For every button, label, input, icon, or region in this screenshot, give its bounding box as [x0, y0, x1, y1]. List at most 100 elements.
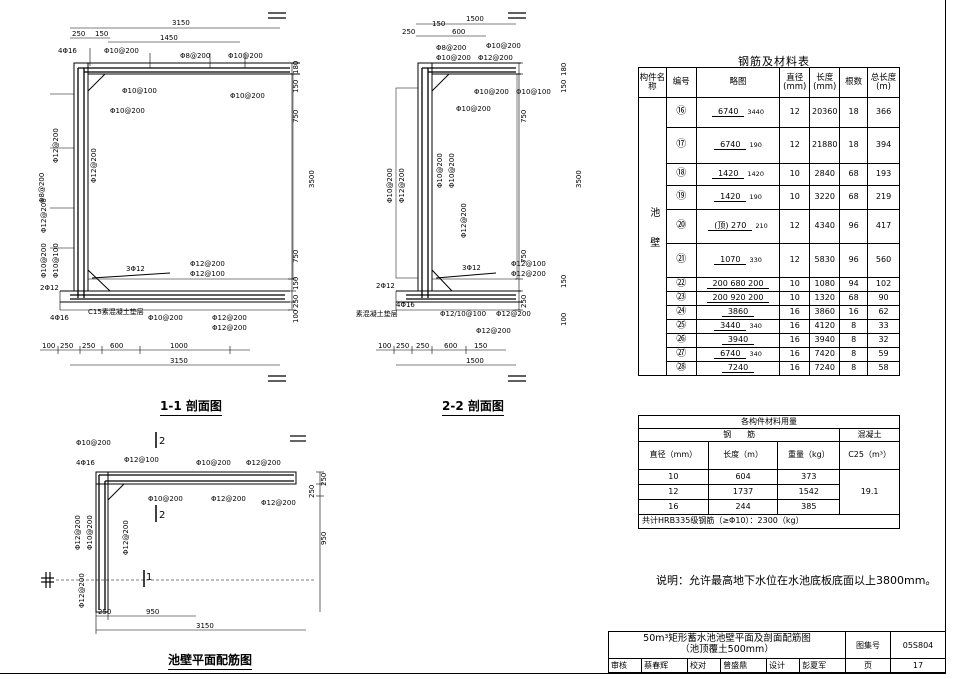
plan-dim-b2: 3150: [196, 622, 214, 630]
rebar-cell-len: 20360: [809, 97, 841, 128]
rebar-table-title: 钢筋及材料表: [738, 55, 810, 68]
rebar-cell-len: 1080: [809, 277, 841, 292]
rebar-table-header: 长度(mm): [809, 67, 841, 98]
s22-label-15: 2Φ12: [376, 282, 395, 290]
review-label: 审核: [607, 658, 643, 673]
plan-section-mark-bottom: 2: [159, 510, 165, 521]
s22-label-14: Φ12@200: [511, 270, 546, 278]
plan-label-10: Φ12@200: [122, 520, 130, 555]
rebar-cell-no: ㉑: [665, 243, 697, 278]
s11-dim-r5: 150: [292, 277, 300, 290]
plan-dim-r1: 250: [308, 485, 316, 498]
material-cell: 1737: [707, 484, 779, 500]
rebar-cell-d: 16: [779, 319, 811, 334]
rebar-cell-n: 8: [839, 347, 869, 362]
s11-label-5: Φ10@200: [110, 107, 145, 115]
material-concrete-value: 19.1: [839, 469, 900, 515]
plan-label-9: Φ10@200: [86, 515, 94, 550]
rebar-cell-len: 3220: [809, 185, 841, 210]
s11-label-8: Φ12@200: [52, 128, 60, 163]
plan-dim-r2: 950: [320, 532, 328, 545]
s11-dim-r6: 250: [292, 295, 300, 308]
s22-label-19: Φ12@200: [496, 310, 531, 318]
s11-dim-r4: 750: [292, 250, 300, 263]
s11-dim-b3: 600: [110, 342, 123, 350]
rebar-cell-total: 219: [867, 185, 900, 210]
plan-label-5: Φ10@200: [148, 495, 183, 503]
rebar-sketch-label: 1420: [712, 169, 745, 180]
plan-label-8: Φ12@200: [74, 515, 82, 550]
atlas-label: 图集号: [845, 631, 891, 659]
component-name: 池壁: [638, 97, 667, 376]
plan-label-0: Φ10@200: [76, 439, 111, 447]
s11-label-9: Φ12@200: [90, 148, 98, 183]
s22-dim-r4: 750: [520, 250, 528, 263]
rebar-cell-no: ⑳: [665, 209, 697, 244]
s22-label-11: Φ12@200: [460, 203, 468, 238]
atlas-number: 05S804: [890, 631, 946, 659]
rebar-cell-d: 16: [779, 361, 811, 376]
rebar-cell-no: ⑱: [665, 163, 697, 186]
s22-label-9: Φ10@200: [436, 153, 444, 188]
rebar-cell-n: 68: [839, 291, 869, 306]
rebar-cell-total: 59: [867, 347, 900, 362]
rebar-cell-total: 417: [867, 209, 900, 244]
plan-dim-b1: 950: [146, 608, 159, 616]
material-cell: 12: [638, 484, 709, 500]
s22-dim-b3: 600: [444, 342, 457, 350]
rebar-sketch-label: 6740: [714, 349, 747, 360]
s22-dim-top-total: 1500: [466, 15, 484, 23]
s22-dim-r2: 750: [520, 110, 528, 123]
rebar-cell-n: 96: [839, 243, 869, 278]
plan-label-1: 4Φ16: [76, 459, 95, 467]
rebar-sketch-label: 3860: [721, 307, 755, 318]
s22-label-4: Φ10@200: [474, 88, 509, 96]
title-block-subtitle: （池顶覆土500mm）: [680, 644, 774, 655]
s22-label-18: Φ12/10@100: [440, 310, 486, 318]
rebar-cell-len: 3940: [809, 333, 841, 348]
rebar-cell-no: ㉕: [665, 319, 697, 334]
s11-label-20: Φ12@200: [212, 314, 247, 322]
wall-plan-caption: 池壁平面配筋图: [168, 651, 253, 670]
material-cell: 10: [638, 469, 709, 485]
material-col-c: C25（m³）: [839, 441, 900, 470]
material-col-len: 长度（m）: [707, 441, 779, 470]
rebar-cell-no: ⑯: [665, 97, 697, 128]
rebar-table-header: 直径(mm): [779, 67, 811, 98]
rebar-cell-total: 58: [867, 361, 900, 376]
material-table-title: 各构件材料用量: [638, 415, 900, 429]
rebar-cell-len: 7420: [809, 347, 841, 362]
rebar-cell-n: 94: [839, 277, 869, 292]
s22-label-16: 4Φ16: [396, 301, 415, 309]
rebar-cell-n: 68: [839, 185, 869, 210]
s11-label-13: 3Φ12: [126, 265, 145, 273]
rebar-cell-d: 10: [779, 185, 811, 210]
plan-label-4: Φ12@200: [246, 459, 281, 467]
section-1-1-drawing: 3150 250 150 1450 4Φ16 Φ10@200 Φ8@200 Φ1…: [38, 12, 316, 382]
rebar-cell-n: 68: [839, 163, 869, 186]
wall-plan-drawing: 2 2 1 Φ10@200 4Φ16 Φ12@100 Φ10@200 Φ12@2…: [41, 432, 328, 634]
rebar-cell-no: ㉔: [665, 305, 697, 320]
s11-dim-b4: 1000: [170, 342, 188, 350]
rebar-cell-total: 193: [867, 163, 900, 186]
s11-label-19: Φ10@200: [148, 314, 183, 322]
s11-dim-r3: 3500: [308, 170, 316, 188]
s22-dim-b0: 100: [378, 342, 391, 350]
s11-label-14: Φ12@200: [190, 260, 225, 268]
s22-label-7: Φ10@200: [386, 168, 394, 203]
rebar-cell-no: ⑰: [665, 127, 697, 164]
rebar-cell-d: 16: [779, 305, 811, 320]
material-table: 各构件材料用量 钢 筋混凝土 直径（mm） 长度（m） 重量（kg） C25（m…: [637, 415, 900, 529]
rebar-cell-n: 18: [839, 127, 869, 164]
rebar-cell-total: 33: [867, 319, 900, 334]
